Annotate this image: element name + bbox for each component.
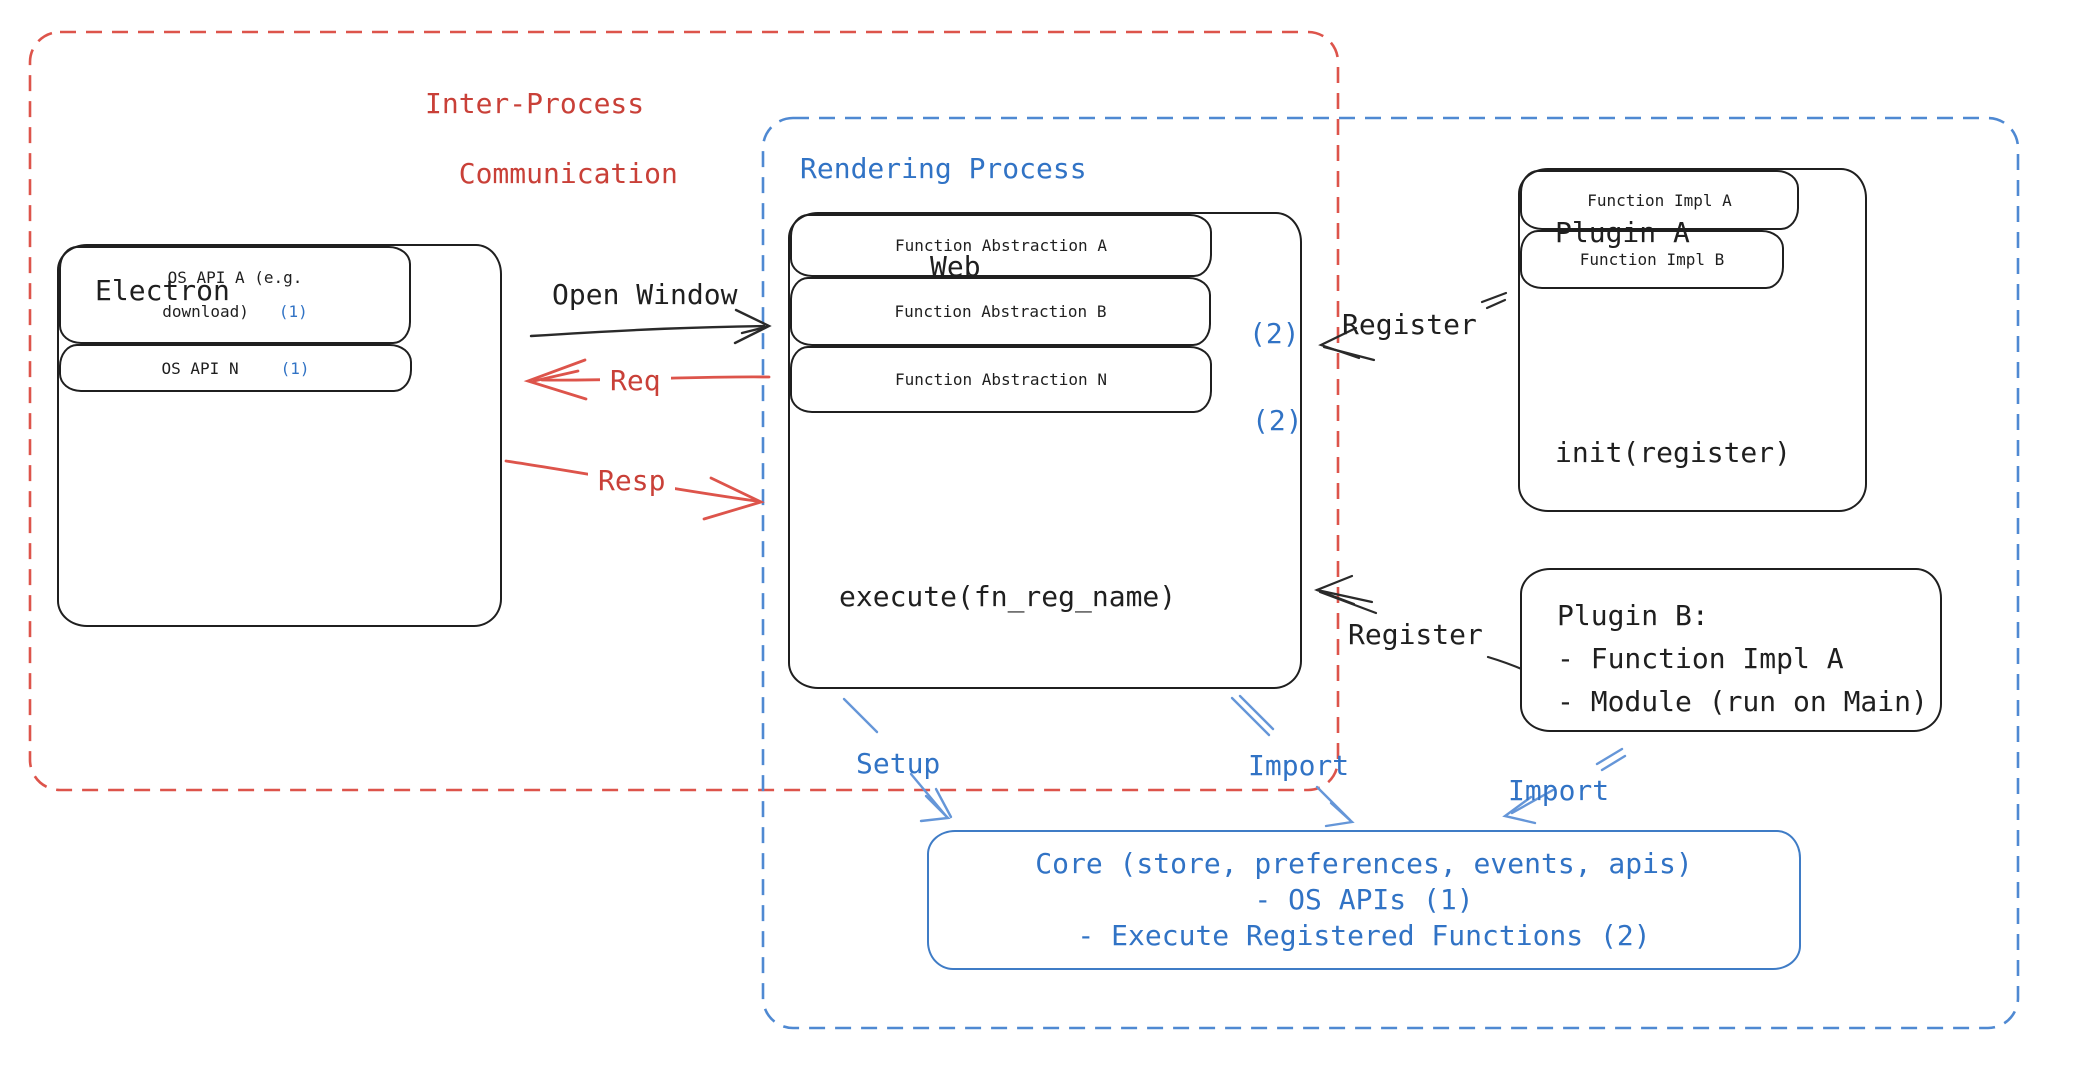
- import-core-label: Import: [1248, 749, 1350, 782]
- req-label: Req: [600, 364, 671, 397]
- os-api-a-line2: download) (1): [162, 295, 308, 329]
- plugin-a-title: Plugin A: [1555, 216, 1690, 249]
- function-impl-b-box: Function Impl B: [1520, 230, 1784, 289]
- import-plugin-b-arrow: [1502, 747, 1627, 825]
- rendering-dashed-region: [761, 116, 2020, 1030]
- ipc-region-label: Inter-Process Communication: [425, 86, 678, 191]
- plugin-b-node: Plugin B: - Function Impl A - Module (run …: [1520, 568, 1942, 732]
- function-abstraction-a-box: Function Abstraction A: [790, 214, 1212, 277]
- import-plugin-b-label: Import: [1508, 774, 1610, 807]
- os-api-n-label: OS API N: [161, 358, 239, 378]
- register-b-arrow: [1313, 574, 1526, 672]
- setup-label: Setup: [856, 747, 941, 780]
- os-api-n-num: (1): [280, 358, 310, 378]
- function-impl-a-box: Function Impl A: [1520, 170, 1799, 230]
- resp-label: Resp: [588, 464, 676, 497]
- register-b-label: Register: [1348, 618, 1483, 651]
- plugin-b-line1: - Function Impl A: [1557, 642, 1844, 675]
- plugin-b-title: Plugin B:: [1557, 599, 1709, 632]
- core-text: Core (store, preferences, events, apis) …: [929, 832, 1799, 968]
- function-abstraction-n-box: Function Abstraction N: [790, 346, 1212, 413]
- open-window-label: Open Window: [552, 278, 738, 311]
- rendering-region-label: Rendering Process: [800, 152, 1087, 185]
- ipc-label-line2: Communication: [458, 157, 678, 190]
- plugin-b-text: Plugin B: - Function Impl A - Module (run …: [1557, 594, 1928, 723]
- open-window-arrow: [529, 308, 772, 345]
- os-api-n-box: OS API N (1): [59, 344, 412, 392]
- os-api-a-box: OS API A (e.g. download) (1): [59, 246, 411, 344]
- function-abstraction-b-num: (2): [1252, 404, 1303, 437]
- web-title: Web: [930, 250, 981, 283]
- init-register-label: init(register): [1555, 436, 1792, 469]
- os-api-a-num: (1): [278, 302, 308, 321]
- execute-label: execute(fn_reg_name): [839, 580, 1177, 613]
- register-a-label: Register: [1342, 308, 1477, 341]
- ipc-dashed-region: [28, 30, 1340, 792]
- import-core-arrow: [1230, 694, 1355, 828]
- core-line1: Core (store, preferences, events, apis): [1035, 847, 1693, 880]
- plugin-b-line2: - Module (run on Main): [1557, 685, 1928, 718]
- setup-arrow: [842, 697, 953, 823]
- os-api-a-line2-text: download): [162, 302, 249, 321]
- core-line3: - Execute Registered Functions (2): [1077, 919, 1651, 952]
- ipc-label-line1: Inter-Process: [425, 87, 645, 120]
- function-abstraction-b-box: Function Abstraction B: [790, 277, 1211, 346]
- core-line2: - OS APIs (1): [1254, 883, 1474, 916]
- function-abstraction-a-num: (2): [1249, 317, 1300, 350]
- core-node: Core (store, preferences, events, apis) …: [927, 830, 1801, 970]
- electron-node: Electron OS API A (e.g. download) (1) OS …: [57, 244, 502, 627]
- register-a-arrow: [1318, 291, 1508, 362]
- electron-title: Electron: [95, 274, 230, 307]
- plugin-a-node: Plugin A Function Impl A Function Impl B…: [1518, 168, 1867, 512]
- web-node: Web Function Abstraction A (2) Function …: [788, 212, 1303, 689]
- os-api-a-line1: OS API A (e.g.: [167, 268, 303, 287]
